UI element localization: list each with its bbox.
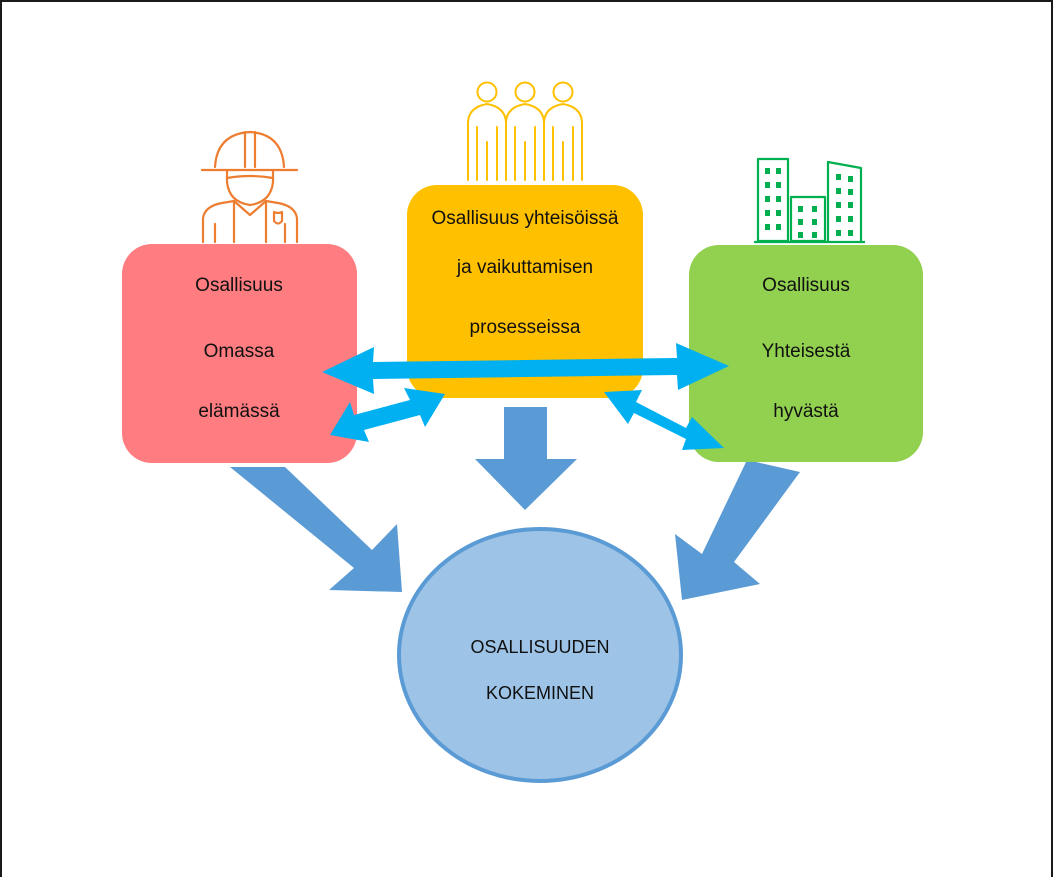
people-group-icon <box>467 81 583 181</box>
box-left-line2: Omassa <box>204 341 275 362</box>
box-left-line3: elämässä <box>198 401 280 422</box>
box-right-line3: hyvästä <box>773 401 839 422</box>
double-arrow-long <box>322 343 729 394</box>
box-right-text: Osallisuus Yhteisestä hyvästä <box>762 275 851 422</box>
double-arrow-right <box>604 390 724 450</box>
flow-arrow-center <box>475 407 577 510</box>
box-center-line2: ja vaikuttamisen <box>456 257 593 278</box>
box-right-line1: Osallisuus <box>762 275 850 296</box>
box-right-line2: Yhteisestä <box>762 341 851 362</box>
box-right <box>689 245 923 462</box>
box-left-line1: Osallisuus <box>195 275 283 296</box>
box-left-text: Osallisuus Omassa elämässä <box>195 275 283 422</box>
box-center <box>407 185 643 398</box>
flow-arrow-left <box>230 467 402 592</box>
box-left <box>122 244 357 463</box>
outcome-line2: KOKEMINEN <box>486 683 594 703</box>
flow-arrow-right <box>675 460 800 600</box>
box-center-text: Osallisuus yhteisöissä ja vaikuttamisen … <box>432 208 619 338</box>
flow-arrows <box>230 407 800 600</box>
outcome-line1: OSALLISUUDEN <box>470 637 609 657</box>
buildings-icon <box>754 157 865 244</box>
outcome-circle <box>397 527 683 783</box>
double-arrow-left <box>330 388 445 442</box>
box-center-line1: Osallisuus yhteisöissä <box>432 208 619 229</box>
double-arrows <box>322 343 729 450</box>
firefighter-icon <box>200 130 299 244</box>
box-center-line3: prosesseissa <box>470 317 581 338</box>
